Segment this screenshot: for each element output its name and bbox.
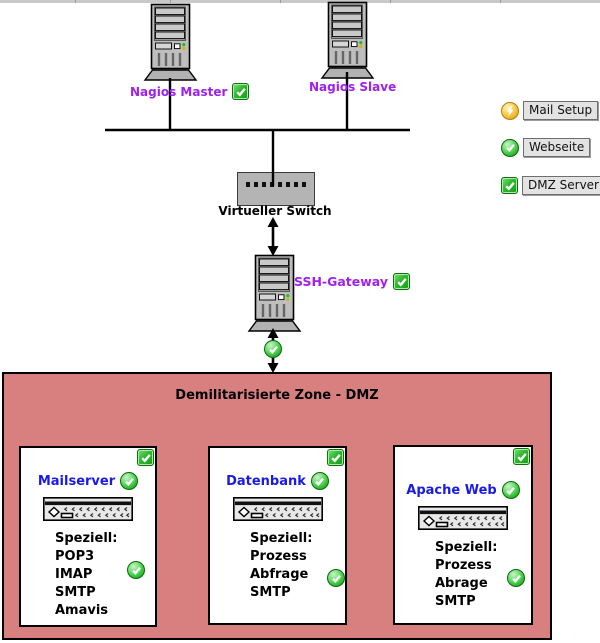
- rack-server-icon: [43, 497, 133, 521]
- node-ssh-gateway: SSH-Gateway: [294, 273, 410, 290]
- ok-orb-icon: [501, 481, 520, 499]
- server-tower-icon: [143, 3, 198, 81]
- rack-server-icon: [232, 497, 323, 521]
- ok-orb-icon: [507, 569, 525, 587]
- dmz-server-datenbank: Datenbank Speziell: Prozess Abfrage SMTP: [208, 446, 347, 625]
- dmz-title: Demilitarisierte Zone - DMZ: [175, 388, 379, 403]
- node-nagios-slave: Nagios Slave: [309, 80, 396, 94]
- node-label: SSH-Gateway: [294, 274, 388, 289]
- node-label: Nagios Slave: [309, 80, 397, 94]
- dmz-server-mailserver: Mailserver Speziell: POP3 IMAP SMTP Amav…: [19, 446, 157, 627]
- ok-orb-icon: [127, 561, 145, 579]
- server-name: Datenbank: [226, 473, 306, 489]
- switch-icon: [237, 172, 315, 206]
- service-item: Amavis: [55, 603, 109, 618]
- service-list: Speziell: Prozess Abrage SMTP: [395, 539, 531, 611]
- service-item: Abrage: [435, 576, 488, 591]
- dmz-server-apache-web: Apache Web Speziell: Prozess Abrage SMTP: [393, 445, 533, 625]
- service-item: SMTP: [250, 585, 291, 600]
- service-item: POP3: [55, 549, 95, 564]
- ok-square-icon: [393, 273, 410, 290]
- ok-orb-icon: [310, 472, 329, 490]
- rack-server-icon: [418, 506, 508, 530]
- server-name: Apache Web: [406, 482, 497, 498]
- service-list: Speziell: POP3 IMAP SMTP Amavis: [21, 530, 155, 620]
- switch-ports: [246, 182, 306, 187]
- service-item: Prozess: [435, 558, 492, 573]
- service-item: Abfrage: [250, 567, 309, 582]
- node-nagios-master: Nagios Master: [130, 83, 250, 100]
- node-label: Nagios Master: [130, 84, 228, 99]
- pending-orb-icon: [501, 101, 519, 120]
- legend-item-mail-setup: Mail Setup: [501, 101, 599, 120]
- legend-label: Webseite: [523, 138, 591, 157]
- legend-item-webseite: Webseite: [501, 138, 591, 157]
- ok-square-icon: [513, 448, 530, 465]
- legend-item-dmz-server: DMZ Server: [501, 176, 600, 195]
- service-item: Prozess: [250, 549, 307, 564]
- node-virtual-switch: Virtueller Switch: [218, 204, 332, 218]
- ok-orb-icon: [264, 340, 282, 358]
- ok-square-icon: [232, 83, 250, 100]
- service-list-heading: Speziell:: [250, 531, 313, 546]
- service-list-heading: Speziell:: [435, 540, 498, 555]
- server-tower-icon: [320, 1, 375, 79]
- ok-orb-icon: [501, 138, 519, 157]
- server-tower-icon: [247, 254, 302, 332]
- ok-square-icon: [501, 177, 518, 194]
- service-list: Speziell: Prozess Abfrage SMTP: [210, 530, 345, 602]
- legend-label: DMZ Server: [522, 176, 600, 195]
- service-list-heading: Speziell:: [55, 531, 118, 546]
- ok-square-icon: [137, 449, 154, 466]
- service-item: IMAP: [55, 567, 93, 582]
- window-edge: [0, 0, 600, 4]
- service-item: SMTP: [435, 594, 476, 609]
- service-item: SMTP: [55, 585, 96, 600]
- ok-orb-icon: [120, 472, 139, 490]
- ok-square-icon: [327, 449, 344, 466]
- server-name: Mailserver: [37, 473, 116, 489]
- legend-label: Mail Setup: [523, 101, 599, 120]
- ok-orb-icon: [327, 569, 345, 587]
- double-arrow: [267, 217, 279, 256]
